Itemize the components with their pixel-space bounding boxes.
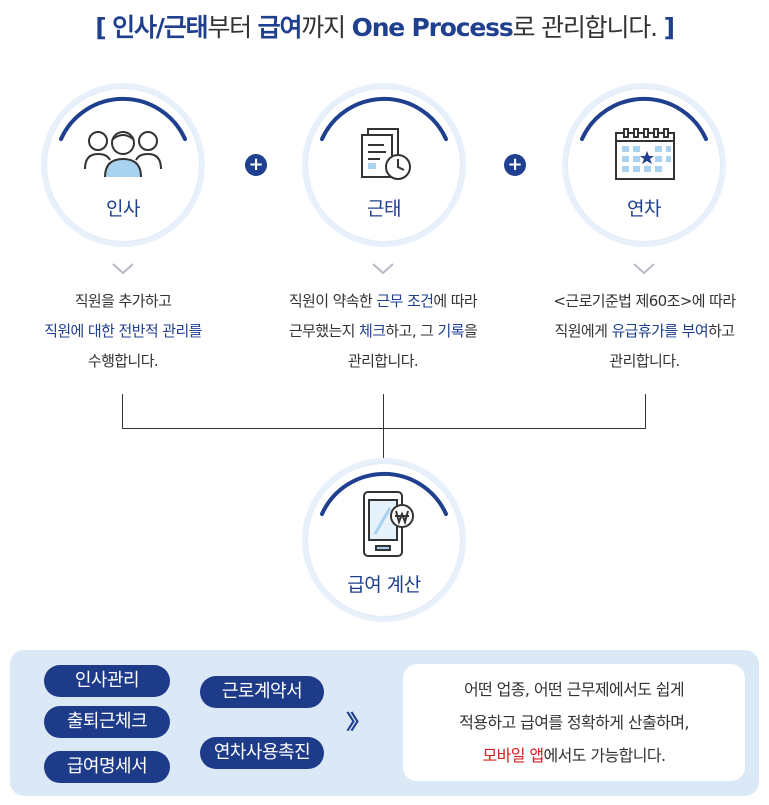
title-part3: 급여 [257,13,303,42]
title-part6: 로 관리합니다. [512,13,658,42]
chevron-down-icon [372,263,394,275]
desc-line: 직원에게 유급휴가를 부여하고 [520,316,769,346]
desc-highlight: 근무 조건 [376,292,434,310]
info-text-rest: 에서도 가능합니다. [543,746,667,765]
desc-line: 직원에 대한 전반적 관리를 [44,322,202,340]
desc-text: 을 [463,322,478,340]
chevron-down-icon [633,263,655,275]
desc-text: 에 따라 [433,292,478,310]
feature-pill-payslip: 급여명세서 [44,751,170,783]
step-description-insa: 직원을 추가하고 직원에 대한 전반적 관리를 수행합니다. [0,286,246,376]
step-circle-yeoncha: 연차 [567,88,721,242]
connector-line [122,394,123,429]
title-part2: 부터 [207,13,258,42]
plus-icon: + [245,154,267,176]
calendar-icon [615,128,675,180]
step-label-yeoncha: 연차 [627,198,661,220]
people-icon [84,131,162,178]
desc-text: 직원에게 [554,322,612,340]
connector-line [383,394,384,464]
result-circle-payroll: 급여 계산 [307,463,461,617]
result-label: 급여 계산 [347,574,421,596]
desc-text: 근무했는지 [288,322,360,340]
title-part4: 까지 [301,13,352,42]
info-line: 어떤 업종, 어떤 근무제에서도 쉽게 [463,680,685,699]
desc-line: 직원을 추가하고 [74,292,172,310]
feature-pill-attendance-check: 출퇴근체크 [44,706,170,738]
desc-line: 직원이 약속한 근무 조건에 따라 [250,286,516,316]
feature-pill-labor-contract: 근로계약서 [200,676,324,708]
feature-pill-insa-management: 인사관리 [44,665,170,697]
desc-text: 직원이 약속한 [288,292,377,310]
desc-highlight: 기록 [437,322,465,340]
title-part1: 인사/근태 [112,13,208,42]
connector-line [645,394,646,429]
chevron-down-icon [112,263,134,275]
double-chevron-right-icon: 〉〉 [346,710,370,734]
step-description-yeoncha: <근로기준법 제60조>에 따라 직원에게 유급휴가를 부여하고 관리합니다. [520,286,769,376]
title-bracket-close: ] [663,13,675,42]
progress-arc [59,97,187,141]
title-bracket-open: [ [95,13,106,42]
desc-line: 관리합니다. [347,352,419,370]
info-highlight-mobile-app: 모바일 앱 [482,746,545,765]
feature-pill-leave-promotion: 연차사용촉진 [200,737,324,769]
info-line: 모바일 앱에서도 가능합니다. [403,739,745,772]
phone-won-icon [363,491,414,557]
title-part5: One Process [351,13,514,42]
document-clock-icon [361,128,411,180]
progress-arc [320,472,448,516]
step-circle-insa: 인사 [46,88,200,242]
info-box: 어떤 업종, 어떤 근무제에서도 쉽게 적용하고 급여를 정확하게 산출하며, … [403,664,745,781]
desc-line: 근무했는지 체크하고, 그 기록을 [250,316,516,346]
desc-highlight: 체크 [359,322,386,340]
desc-line: 관리합니다. [609,352,680,370]
info-line: 적용하고 급여를 정확하게 산출하며, [459,713,689,732]
step-label-insa: 인사 [106,198,140,220]
info-text: 어떤 업종, 어떤 근무제에서도 쉽게 적용하고 급여를 정확하게 산출하며, … [403,673,745,772]
desc-text: 하고, 그 [385,322,438,340]
desc-highlight: 유급휴가를 부여 [611,322,709,340]
desc-line: 수행합니다. [87,352,159,370]
progress-arc [580,97,708,141]
plus-icon: + [504,154,526,176]
desc-line: <근로기준법 제60조>에 따라 [553,292,736,310]
progress-arc [320,97,448,141]
step-label-geuntae: 근태 [367,198,401,220]
step-circle-geuntae: 근태 [307,88,461,242]
step-description-geuntae: 직원이 약속한 근무 조건에 따라 근무했는지 체크하고, 그 기록을 관리합니… [250,286,516,376]
connector-line [122,428,646,429]
page-title: [ 인사/근태부터 급여까지 One Process로 관리합니다. ] [0,8,769,44]
desc-text: 하고 [708,322,735,340]
